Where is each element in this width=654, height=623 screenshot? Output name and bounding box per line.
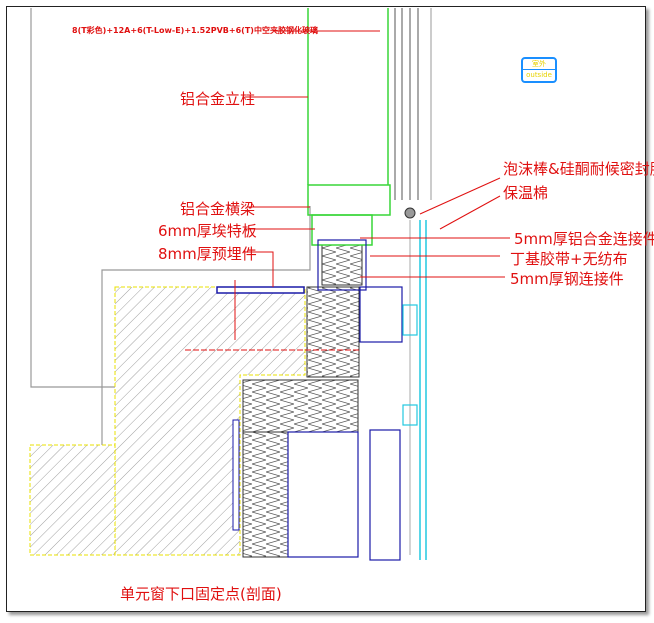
glass-unit <box>307 8 391 246</box>
concrete-slab <box>29 286 306 556</box>
drawing-caption: 单元窗下口固定点(剖面) <box>120 585 282 603</box>
outside-badge: 室外 outside <box>521 57 557 83</box>
label-insulation: 保温棉 <box>503 184 549 202</box>
label-sealant: 泡沫棒&硅酮耐候密封胶 <box>503 160 654 178</box>
label-tape: 丁基胶带+无纺布 <box>510 250 628 268</box>
foam-rod <box>404 207 416 219</box>
glass-spec-label: 8(T彩色)+12A+6(T-Low-E)+1.52PVB+6(T)中空夹胶钢化… <box>72 26 318 35</box>
label-mullion: 铝合金立柱 <box>180 90 256 108</box>
label-al-connector: 5mm厚铝合金连接件 <box>514 230 654 248</box>
insulation <box>242 244 363 558</box>
label-board: 6mm厚埃特板 <box>158 222 257 240</box>
mullion-lines <box>394 8 432 555</box>
label-steel-connector: 5mm厚钢连接件 <box>510 270 624 288</box>
label-transom: 铝合金横梁 <box>180 200 256 218</box>
badge-cn: 室外 <box>532 60 546 68</box>
badge-en: outside <box>526 71 552 79</box>
leader-lines <box>185 30 510 351</box>
embed-plate <box>216 286 305 294</box>
label-embed: 8mm厚预埋件 <box>158 245 257 263</box>
outer-cladding <box>419 220 427 560</box>
steel-brackets <box>287 239 418 561</box>
board <box>232 419 240 531</box>
